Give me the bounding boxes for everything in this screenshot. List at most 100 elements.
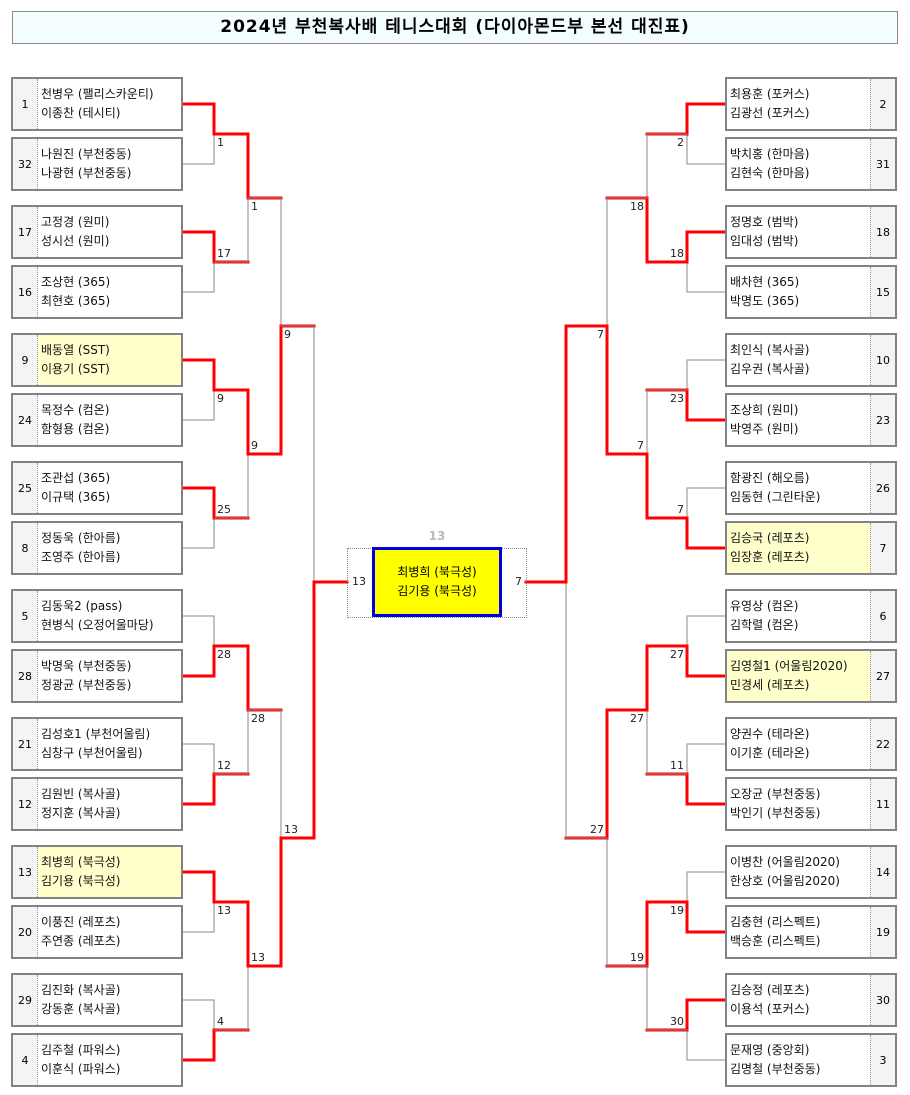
- player-name: 박명욱 (부천중동): [41, 659, 132, 673]
- seed-number: 19: [870, 907, 895, 957]
- player-name: 조상희 (원미): [730, 403, 799, 417]
- seed-number: 8: [13, 523, 38, 573]
- team-entry[interactable]: 최인식 (복사골)김우권 (복사골)10: [725, 333, 897, 387]
- team-players: 김원빈 (복사골)정지훈 (복사골): [38, 779, 181, 829]
- seed-number: 26: [870, 463, 895, 513]
- team-entry[interactable]: 함광진 (해오름)임동현 (그린타운)26: [725, 461, 897, 515]
- player-name: 백승훈 (리스펙트): [730, 934, 821, 948]
- player-name: 김승국 (레포츠): [730, 531, 810, 545]
- team-players: 나원진 (부천중동)나광현 (부천중동): [38, 139, 181, 189]
- player-name: 이병찬 (어울림2020): [730, 855, 840, 869]
- player-name: 김학렬 (컴온): [730, 618, 799, 632]
- player-name: 성시선 (원미): [41, 234, 110, 248]
- player-name: 김기용 (북극성): [41, 874, 121, 888]
- champion-player-1: 최병희 (북극성): [397, 565, 477, 579]
- seed-number: 16: [13, 267, 38, 317]
- champion-box[interactable]: 최병희 (북극성) 김기용 (북극성): [372, 547, 502, 617]
- player-name: 천병우 (팰리스카운티): [41, 87, 154, 101]
- team-entry[interactable]: 오장균 (부천중동)박인기 (부천중동)11: [725, 777, 897, 831]
- player-name: 이훈식 (파워스): [41, 1062, 121, 1076]
- team-players: 최용훈 (포커스) 김광선 (포커스): [727, 79, 870, 129]
- team-players: 조관섭 (365)이규택 (365): [38, 463, 181, 513]
- seed-number: 12: [13, 779, 38, 829]
- advance-label: 13: [284, 823, 298, 836]
- seed-number: 30: [870, 975, 895, 1025]
- seed-number: 29: [13, 975, 38, 1025]
- advance-label: 27: [670, 648, 684, 661]
- player-name: 김승정 (레포츠): [730, 983, 810, 997]
- advance-label: 1: [251, 200, 258, 213]
- team-entry[interactable]: 김영철1 (어울림2020)민경세 (레포츠)27: [725, 649, 897, 703]
- player-name: 이종찬 (테시티): [41, 106, 121, 120]
- seed-number: 10: [870, 335, 895, 385]
- team-entry[interactable]: 김충현 (리스펙트)백승훈 (리스펙트)19: [725, 905, 897, 959]
- player-name: 목정수 (컴온): [41, 403, 110, 417]
- team-entry[interactable]: 최용훈 (포커스)김광선 (포커스)2: [725, 77, 897, 131]
- seed-number: 1: [13, 79, 38, 129]
- player-name: 나원진 (부천중동): [41, 147, 132, 161]
- team-entry[interactable]: 박치홍 (한마음)김현숙 (한마음)31: [725, 137, 897, 191]
- advance-label: 19: [630, 951, 644, 964]
- team-players: 김동욱2 (pass) 현병식 (오정어울마당): [38, 591, 181, 641]
- team-entry[interactable]: 김승국 (레포츠)임장훈 (레포츠)7: [725, 521, 897, 575]
- player-name: 한상호 (어울림2020): [730, 874, 840, 888]
- player-name: 조영주 (한아름): [41, 550, 121, 564]
- seed-number: 11: [870, 779, 895, 829]
- player-name: 김명철 (부천중동): [730, 1062, 821, 1076]
- team-entry[interactable]: 김승정 (레포츠)이용석 (포커스)30: [725, 973, 897, 1027]
- player-name: 김광선 (포커스): [730, 106, 810, 120]
- player-name: 조상현 (365): [41, 275, 111, 289]
- team-entry[interactable]: 양권수 (테라온)이기훈 (테라온)22: [725, 717, 897, 771]
- player-name: 조관섭 (365): [41, 471, 111, 485]
- team-entry[interactable]: 문재영 (중앙회)김명철 (부천중동)3: [725, 1033, 897, 1087]
- advance-label: 11: [670, 759, 684, 772]
- seed-number: 18: [870, 207, 895, 257]
- advance-label: 23: [670, 392, 684, 405]
- team-entry[interactable]: 이병찬 (어울림2020)한상호 (어울림2020)14: [725, 845, 897, 899]
- player-name: 배동열 (SST): [41, 343, 110, 357]
- player-name: 함형용 (컴온): [41, 422, 110, 436]
- advance-label: 7: [677, 503, 684, 516]
- advance-label: 27: [630, 712, 644, 725]
- player-name: 현병식 (오정어울마당): [41, 618, 154, 632]
- player-name: 김동욱2 (pass): [41, 599, 123, 613]
- player-name: 김영철1 (어울림2020): [730, 659, 848, 673]
- seed-number: 25: [13, 463, 38, 513]
- player-name: 배차현 (365): [730, 275, 800, 289]
- seed-number: 4: [13, 1035, 38, 1085]
- team-entry[interactable]: 유영상 (컴온)김학렬 (컴온)6: [725, 589, 897, 643]
- seed-number: 24: [13, 395, 38, 445]
- team-players: 문재영 (중앙회)김명철 (부천중동): [727, 1035, 870, 1085]
- team-players: 조상희 (원미)박영주 (원미): [727, 395, 870, 445]
- seed-number: 22: [870, 719, 895, 769]
- team-entry[interactable]: 배차현 (365)박명도 (365)15: [725, 265, 897, 319]
- seed-number: 3: [870, 1035, 895, 1085]
- seed-number: 15: [870, 267, 895, 317]
- player-name: 최용훈 (포커스): [730, 87, 810, 101]
- team-entry[interactable]: 정명호 (범박)임대성 (범박)18: [725, 205, 897, 259]
- player-name: 이용기 (SST): [41, 362, 110, 376]
- team-players: 오장균 (부천중동)박인기 (부천중동): [727, 779, 870, 829]
- player-name: 심창구 (부천어울림): [41, 746, 143, 760]
- team-entry[interactable]: 조상희 (원미)박영주 (원미)23: [725, 393, 897, 447]
- advance-label: 4: [217, 1015, 224, 1028]
- seed-number: 31: [870, 139, 895, 189]
- team-players: 유영상 (컴온)김학렬 (컴온): [727, 591, 870, 641]
